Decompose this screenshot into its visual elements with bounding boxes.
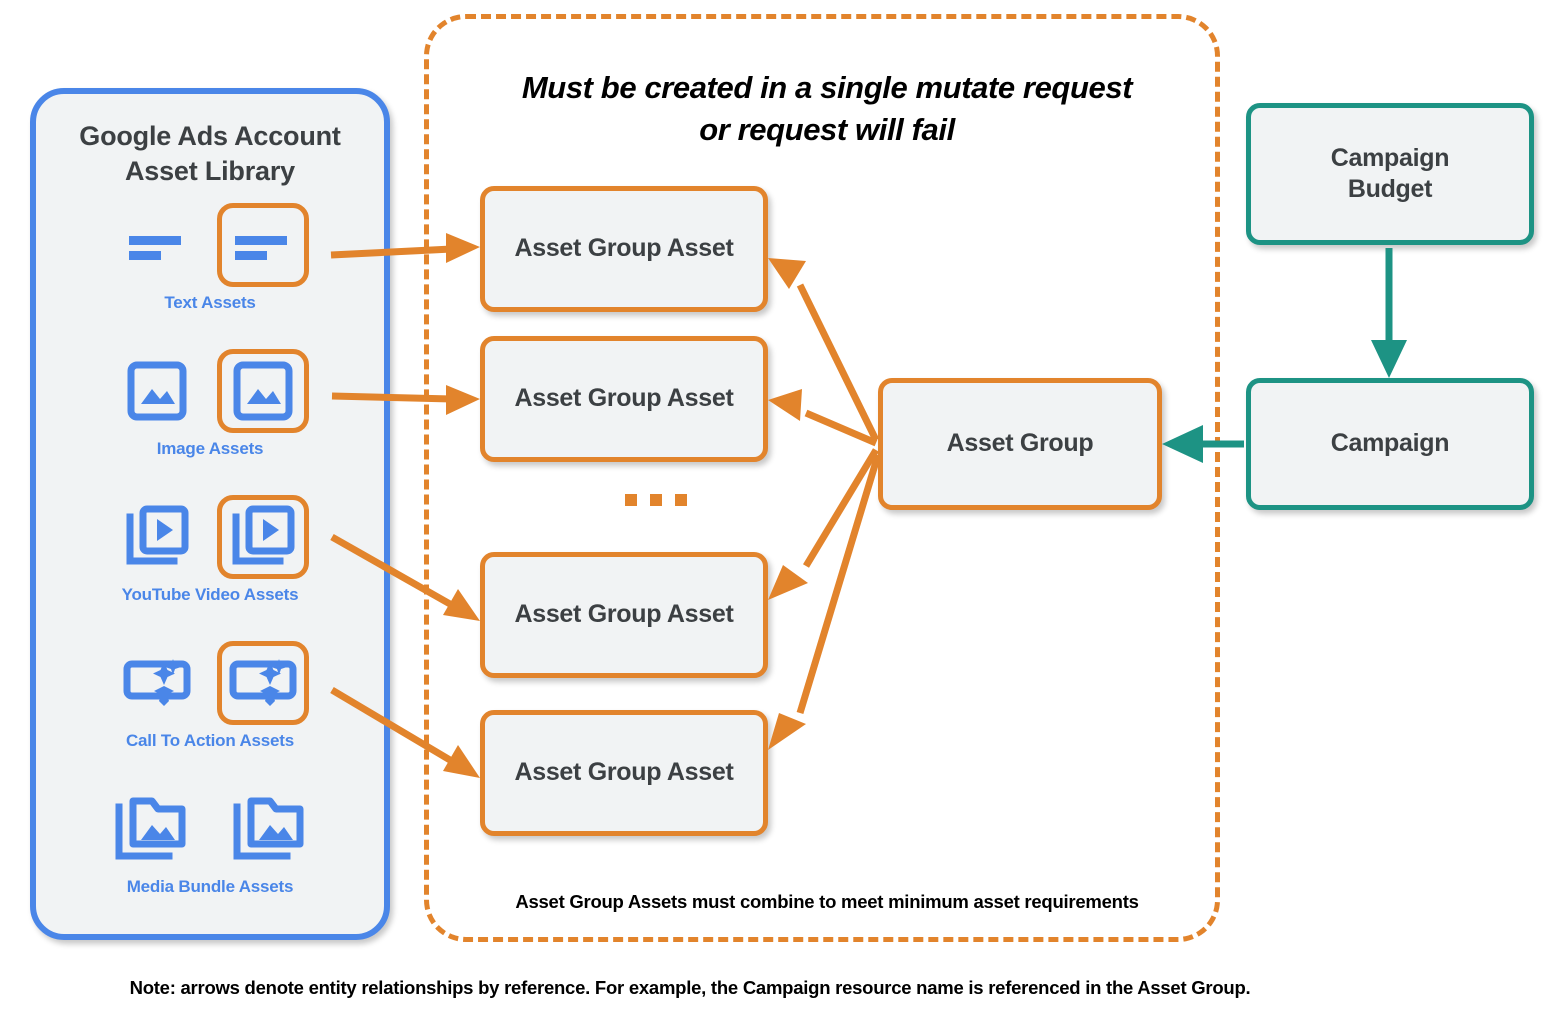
video-asset-icon-plain (111, 495, 203, 579)
asset-group-asset-node-3[interactable]: Asset Group Asset (480, 552, 768, 678)
cta-asset-icon-plain (111, 641, 203, 725)
ellipsis-dot-1 (625, 494, 637, 506)
campaign-budget-node[interactable]: Campaign Budget (1246, 103, 1534, 245)
asset-group-node[interactable]: Asset Group (878, 378, 1162, 510)
text-asset-icon-plain (111, 203, 203, 287)
asset-group-asset-node-4[interactable]: Asset Group Asset (480, 710, 768, 836)
video-asset-icon-pair (36, 492, 384, 582)
media-bundle-asset-icon (115, 797, 186, 860)
mutate-title-line2: or request will fail (699, 111, 955, 147)
asset-row-image[interactable]: Image Assets (36, 346, 384, 459)
campaign-node[interactable]: Campaign (1246, 378, 1534, 510)
asset-label-image: Image Assets (156, 439, 264, 458)
image-asset-icon-plain (111, 349, 203, 433)
asset-label-media-bundle: Media Bundle Assets (126, 877, 294, 896)
media-bundle-asset-icon (233, 797, 304, 860)
cta-asset-icon-pair (36, 638, 384, 728)
cta-asset-icon-selected[interactable] (217, 641, 309, 725)
text-asset-icon-selected[interactable] (217, 203, 309, 287)
media-bundle-asset-icon-plain-2 (223, 787, 315, 871)
asset-group-asset-node-2[interactable]: Asset Group Asset (480, 336, 768, 462)
media-bundle-icon-pair (36, 784, 384, 874)
video-asset-icon (232, 505, 295, 565)
diagram-footnote: Note: arrows denote entity relationships… (129, 977, 1251, 998)
asset-row-media-bundle[interactable]: Media Bundle Assets (36, 784, 384, 897)
asset-library-title-line2: Asset Library (125, 155, 295, 186)
mutate-request-title: Must be created in a single mutate reque… (469, 67, 1185, 151)
asset-label-video: YouTube Video Assets (121, 585, 299, 604)
call-to-action-asset-icon (123, 659, 191, 706)
text-asset-icon (129, 236, 181, 260)
campaign-budget-label-line2: Budget (1347, 175, 1433, 203)
image-asset-icon (127, 361, 187, 421)
call-to-action-asset-icon (229, 659, 297, 706)
asset-library-title-line1: Google Ads Account (79, 121, 341, 151)
ellipsis-dot-3 (675, 494, 687, 506)
ellipsis-indicator (625, 494, 687, 506)
campaign-budget-label-line1: Campaign (1330, 143, 1450, 172)
image-asset-icon-selected[interactable] (217, 349, 309, 433)
asset-label-text: Text Assets (164, 293, 256, 312)
text-asset-icon-pair (36, 200, 384, 290)
video-asset-icon (126, 505, 189, 565)
asset-group-asset-node-1[interactable]: Asset Group Asset (480, 186, 768, 312)
asset-label-cta: Call To Action Assets (125, 731, 295, 750)
image-asset-icon-pair (36, 346, 384, 436)
mutate-requirements-note: Asset Group Assets must combine to meet … (515, 891, 1139, 912)
asset-row-video[interactable]: YouTube Video Assets (36, 492, 384, 605)
asset-row-cta[interactable]: Call To Action Assets (36, 638, 384, 751)
ellipsis-dot-2 (650, 494, 662, 506)
asset-row-text[interactable]: Text Assets (36, 200, 384, 313)
image-asset-icon (233, 361, 293, 421)
media-bundle-asset-icon-plain (105, 787, 197, 871)
video-asset-icon-selected[interactable] (217, 495, 309, 579)
asset-library-title: Google Ads Account Asset Library (36, 119, 384, 188)
asset-library-panel: Google Ads Account Asset Library (30, 88, 390, 940)
arrow-campaign-budget-to-campaign (1371, 248, 1407, 378)
mutate-title-line1: Must be created in a single mutate reque… (521, 70, 1133, 105)
text-asset-icon (235, 236, 287, 260)
